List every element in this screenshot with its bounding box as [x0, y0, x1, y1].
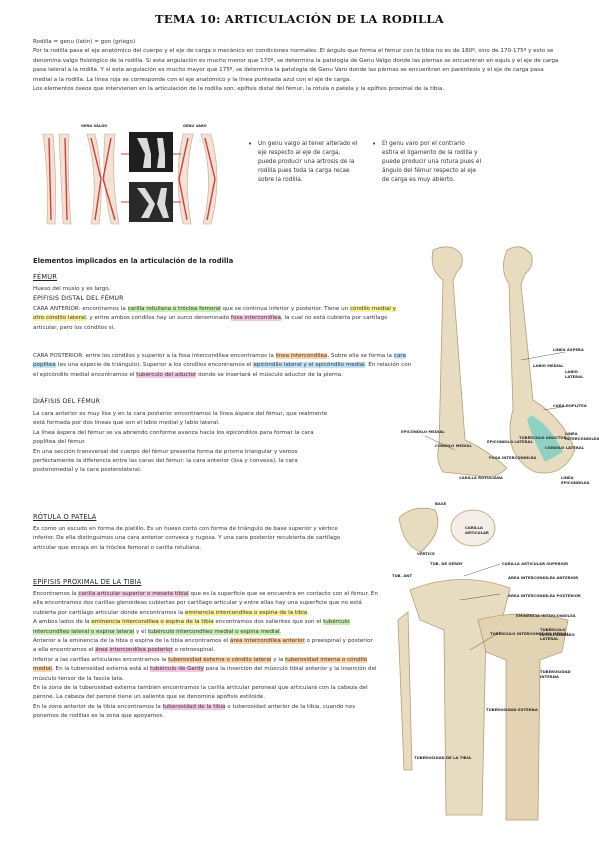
rotula-heading: RÓTULA O PATELA	[33, 513, 97, 521]
label-tub-ant: TUB. ANT	[392, 573, 413, 578]
label-tub-gerdy: TUB. DE GERDY	[430, 561, 463, 566]
page-title: TEMA 10: ARTICULACIÓN DE LA RODILLA	[155, 12, 444, 26]
elements-title: Elementos implicados en la articulación …	[33, 257, 234, 265]
bullet-valgo: • Un genu valgo al tener alterado el eje…	[248, 140, 358, 183]
label-area-posterior: ÁREA INTERCONDÍLEA POSTERIOR	[508, 593, 581, 598]
hl-linea-intercondilea: línea intercondílea	[275, 353, 328, 359]
femur-illustration: LÍNEA ÁSPERA LABIO MEDIAL LABIO LATERAL …	[395, 240, 599, 490]
label-tuberosidad-externa: TUBEROSIDAD EXTERNA	[486, 707, 538, 712]
femur-heading: FÉMUR	[33, 273, 58, 281]
label-genu-valgo: Genu valgo	[81, 124, 108, 128]
femur-diafisis-text: La cara anterior es muy lisa y en la car…	[33, 410, 333, 476]
label-linea-epicondilea: LÍNEA EPICONDÍLEA	[561, 475, 590, 485]
tibia-drawing	[397, 563, 569, 821]
bullet-dot: •	[372, 140, 377, 148]
label-fosa-intercondilea: FOSA INTERCONDÍLEA	[489, 455, 537, 460]
tibia-p1: Encontramos la carilla articular superio…	[33, 591, 378, 616]
label-carilla-articular-patella: CARILLA ARTICULAR	[465, 525, 489, 535]
label-base: BASE	[435, 501, 447, 506]
tibia-p3: Anterior a la eminencia de la tibia o es…	[33, 638, 373, 654]
label-area-anterior: ÁREA INTERCONDÍLEA ANTERIOR	[508, 575, 579, 580]
tibia-illustration: TUB. ANT TUB. DE GERDY CARILLA ARTICULAR…	[390, 560, 590, 830]
intro-paragraph1: Por la rodilla pasa el eje anatómico del…	[33, 48, 559, 83]
label-epicondilo-medial: EPICÓNDILO MEDIAL	[401, 429, 445, 434]
intro-line1: Rodilla = genu (latín) = gon (griego)	[33, 39, 136, 45]
femur-diafisis-heading: DIÁFISIS DEL FÉMUR	[33, 398, 101, 405]
hl-fosa-intercondilea: fosa intercondílea	[230, 315, 281, 322]
femur-cara-posterior: CARA POSTERIOR: entre los cóndilos y sup…	[33, 353, 412, 378]
label-epicondilo-lateral: EPICÓNDILO LATERAL	[487, 439, 533, 444]
tibia-p4: Inferior a las carillas articulares enco…	[33, 656, 377, 682]
hl-carilla-rotuliana: carilla rotuliana o tróclea femoral	[127, 306, 221, 312]
diafisis-p3: En una sección transversal del cuerpo de…	[33, 448, 298, 474]
bullet-dot: •	[248, 140, 253, 148]
tibia-text: Encontramos la carilla articular superio…	[33, 590, 378, 722]
intro-block: Rodilla = genu (latín) = gon (griego) Po…	[33, 38, 563, 94]
label-genu-varo: Genu varo	[183, 124, 207, 128]
intro-paragraph2: Los elementos óseos que intervienen en l…	[33, 86, 445, 93]
label-tuberosidad-interna: TUBEROSIDAD INTERNA	[540, 669, 571, 679]
label-carilla-rotuliana: CARILLA ROTULIANA	[459, 475, 503, 480]
label-condilo-lateral: CÓNDILO LATERAL	[545, 445, 585, 450]
patella-drawing	[398, 507, 496, 553]
femur-epifisis-heading: EPÍFISIS DISTAL DEL FÉMUR	[33, 295, 124, 302]
label-labio-lateral: LABIO LATERAL	[565, 369, 584, 379]
hl-tuberculo-aductor: tubérculo del aductor	[136, 371, 197, 378]
tibia-p6: En la zona anterior de la tibia encontra…	[33, 703, 356, 720]
tibia-heading: EPÍFISIS PROXIMAL DE LA TIBIA	[33, 578, 142, 586]
label-tuberculo-aductor: TUBÉRCULO AductOR	[519, 435, 567, 440]
femur-drawing	[424, 246, 576, 478]
tibia-p2: A ambos lados de la eminencia intercondí…	[33, 619, 350, 635]
label-carilla-superior: CARILLA ARTICULAR SUPERIOR	[502, 561, 569, 566]
label-tub-lateral: TUBÉRCULO INTERCONDÍLEO LATERAL	[540, 627, 575, 642]
label-tub-medial: TUBÉRCULO INTERCONDÍLEO MEDIAL	[490, 631, 570, 636]
hl-epicondilos: epicóndilo lateral y el epicóndilo media…	[253, 362, 365, 369]
diafisis-p2: La línea áspera del fémur se va abriendo…	[33, 429, 314, 446]
legs-illustration	[42, 132, 218, 225]
femur-sub1: Hueso del muslo y es largo.	[33, 286, 111, 292]
tibia-p5: En la zona de la tuberosidad externa tam…	[33, 685, 368, 701]
diafisis-p1: La cara anterior es muy lisa y en la car…	[33, 411, 328, 427]
label-vertice: VÉRTICE	[417, 551, 435, 556]
label-condilo-medial: CÓNDILO MEDIAL	[435, 443, 472, 448]
label-linea-aspera: LÍNEA ÁSPERA	[553, 347, 584, 352]
label-cara-poplitea: CARA POPLÍTEA	[553, 403, 587, 408]
label-tuberosidad-tibia: TUBEROSIDAD DE LA TIBIA	[414, 755, 472, 760]
patella-illustration: BASE VÉRTICE CARILLA ARTICULAR	[395, 500, 505, 560]
knee-alignment-figure: Genu valgo Genu varo	[33, 124, 233, 234]
label-linea-intercondilea: LÍNEA INTERCONDÍLEA	[565, 431, 599, 441]
rotula-text: Es como un escudo en forma de platillo. …	[33, 526, 341, 551]
femur-cara-anterior: CARA ANTERIOR: encontramos la carilla ro…	[33, 306, 396, 331]
label-eminencia: EMINENCIA INTERCONDÍLEA	[516, 613, 576, 618]
bullet-varo: • El genu varo por el contrario estira e…	[372, 140, 482, 183]
label-labio-medial: LABIO MEDIAL	[533, 363, 564, 368]
